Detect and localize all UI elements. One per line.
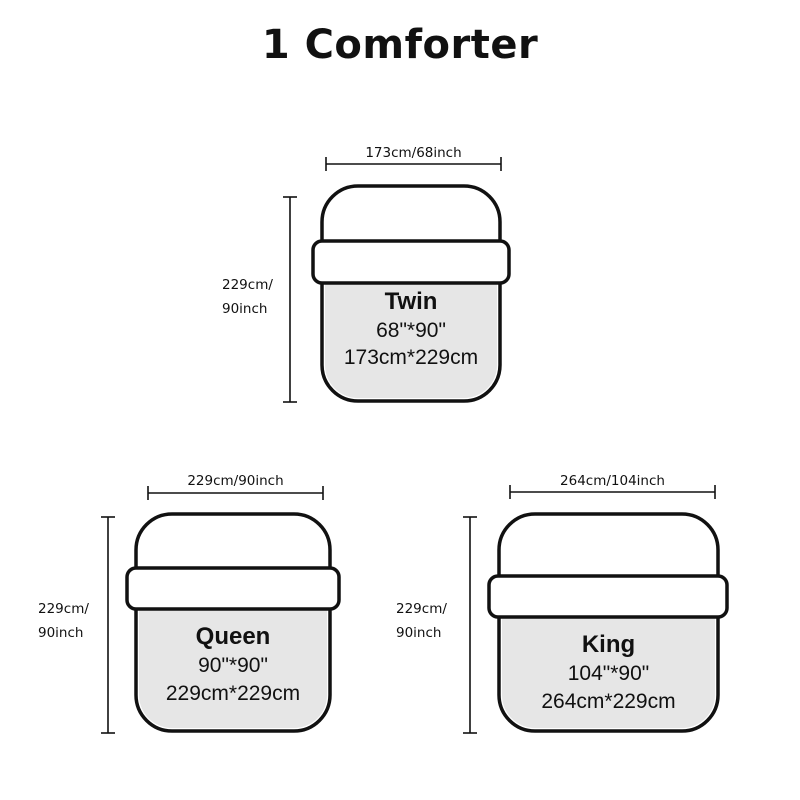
king-label: King 104"*90" 264cm*229cm (499, 630, 718, 716)
king-size-inch: 104"*90" (567, 662, 650, 685)
queen-comforter-band (125, 566, 341, 611)
twin-size-inch: 68"*90" (376, 319, 446, 342)
twin-size-cm: 173cm*229cm (343, 346, 479, 369)
queen-height-label: 229cm/ 90inch (38, 601, 89, 641)
king-comforter-band (487, 574, 729, 619)
twin-height-label: 229cm/ 90inch (222, 277, 273, 317)
twin-comforter-band (311, 239, 511, 285)
twin-label: Twin 68"*90" 173cm*229cm (322, 287, 500, 371)
king-width-label: 264cm/104inch (560, 473, 665, 489)
king-height-label: 229cm/ 90inch (396, 601, 447, 641)
queen-width-label: 229cm/90inch (187, 473, 284, 489)
page-title: 1 Comforter (261, 22, 539, 68)
queen-size-cm: 229cm*229cm (165, 682, 301, 705)
twin-name: Twin (384, 288, 438, 315)
queen-name: Queen (195, 623, 271, 650)
twin-width-label: 173cm/68inch (365, 145, 462, 161)
king-size-cm: 264cm*229cm (541, 690, 676, 713)
king-name: King (581, 631, 636, 658)
queen-label: Queen 90"*90" 229cm*229cm (136, 621, 330, 708)
queen-size-inch: 90"*90" (198, 654, 268, 677)
